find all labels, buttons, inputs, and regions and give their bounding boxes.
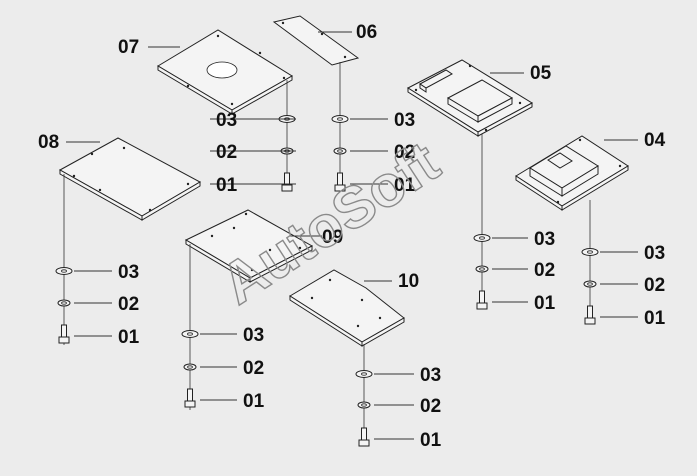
label-02: 02 xyxy=(243,358,264,379)
washer-hole xyxy=(479,236,485,240)
label-03: 03 xyxy=(534,229,555,250)
label-10: 10 xyxy=(398,271,419,292)
plate-05 xyxy=(406,59,534,300)
label-09: 09 xyxy=(322,227,343,248)
washer-hole xyxy=(337,117,343,121)
bolt-shank xyxy=(361,427,367,441)
lock-washer-hole xyxy=(187,365,193,369)
label-01: 01 xyxy=(394,175,416,196)
plate-10 xyxy=(289,269,405,440)
label-02: 02 xyxy=(644,275,665,296)
label-01: 01 xyxy=(118,327,140,348)
label-03: 03 xyxy=(243,325,264,346)
washer-hole xyxy=(361,372,367,376)
hardware-stacks: 03 02 01 03 02 01 03 02 01 03 02 01 03 02 01 03 02 01 03 02… xyxy=(55,110,666,451)
lock-washer-hole xyxy=(479,267,485,271)
washer-hole xyxy=(187,332,193,336)
label-01: 01 xyxy=(644,308,666,329)
label-02: 02 xyxy=(216,142,237,163)
lock-washer-hole xyxy=(337,149,343,153)
label-02: 02 xyxy=(394,142,415,163)
bolt-head xyxy=(184,400,196,408)
label-01: 01 xyxy=(243,391,265,412)
label-03: 03 xyxy=(420,365,441,386)
plate-09 xyxy=(184,209,314,410)
bolt-head xyxy=(476,302,488,310)
bolt-shank xyxy=(284,172,290,186)
lock-washer-hole xyxy=(587,282,593,286)
label-04: 04 xyxy=(644,130,666,151)
plate-07 xyxy=(157,29,293,180)
label-01: 01 xyxy=(216,175,238,196)
label-05: 05 xyxy=(530,63,552,84)
label-08: 08 xyxy=(38,132,59,153)
label-06: 06 xyxy=(356,22,377,43)
label-01: 01 xyxy=(534,293,556,314)
label-07: 07 xyxy=(118,37,139,58)
label-02: 02 xyxy=(118,294,139,315)
lock-washer-hole xyxy=(61,301,67,305)
plate-08 xyxy=(58,137,202,345)
label-03: 03 xyxy=(644,243,665,264)
label-03: 03 xyxy=(118,262,139,283)
bolt-shank xyxy=(187,388,193,402)
label-01: 01 xyxy=(420,430,442,451)
bolt-head xyxy=(281,184,293,192)
bolt-head xyxy=(358,439,370,447)
label-02: 02 xyxy=(534,260,555,281)
lock-washer-hole xyxy=(361,403,367,407)
bolt-head xyxy=(334,184,346,192)
label-03: 03 xyxy=(216,110,237,131)
bolt-shank xyxy=(61,324,67,338)
bolt-shank xyxy=(479,290,485,304)
washer-hole xyxy=(61,269,67,273)
washer-hole xyxy=(587,250,593,254)
bolt-shank xyxy=(587,305,593,319)
bolt-head xyxy=(58,336,70,344)
bolt-head xyxy=(584,317,596,325)
plate-04 xyxy=(515,135,629,320)
plate-06 xyxy=(272,15,360,180)
label-03: 03 xyxy=(394,110,415,131)
label-02: 02 xyxy=(420,396,441,417)
